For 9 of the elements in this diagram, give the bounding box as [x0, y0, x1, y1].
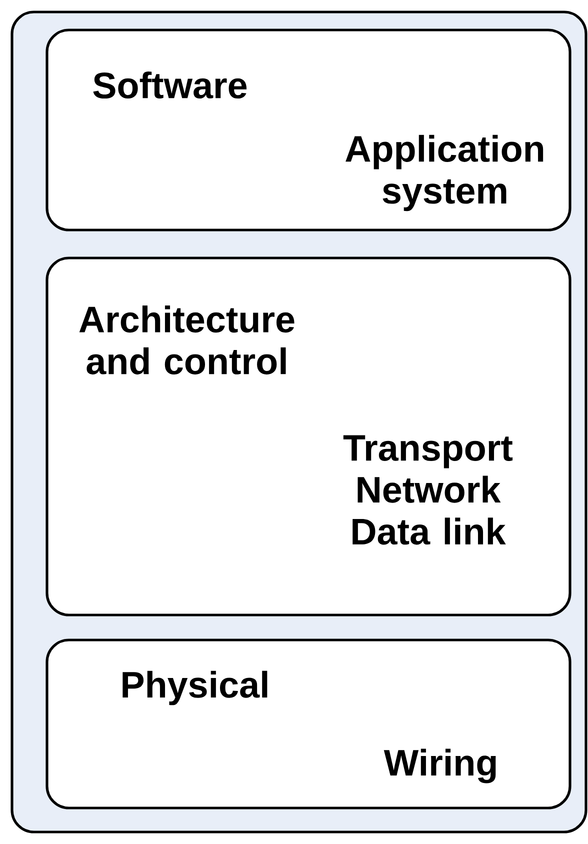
layer-box: [46, 256, 572, 616]
layer-label: Physical: [122, 670, 268, 706]
layer-label: Software: [93, 71, 247, 99]
layer-box: [46, 28, 572, 232]
layer-box: [46, 638, 572, 810]
layer-label: Architecture and control: [79, 306, 294, 374]
layer-label: Transport Network Data link: [343, 435, 513, 545]
layer-label: Wiring: [384, 748, 496, 784]
layer-label: Application system: [346, 134, 544, 212]
